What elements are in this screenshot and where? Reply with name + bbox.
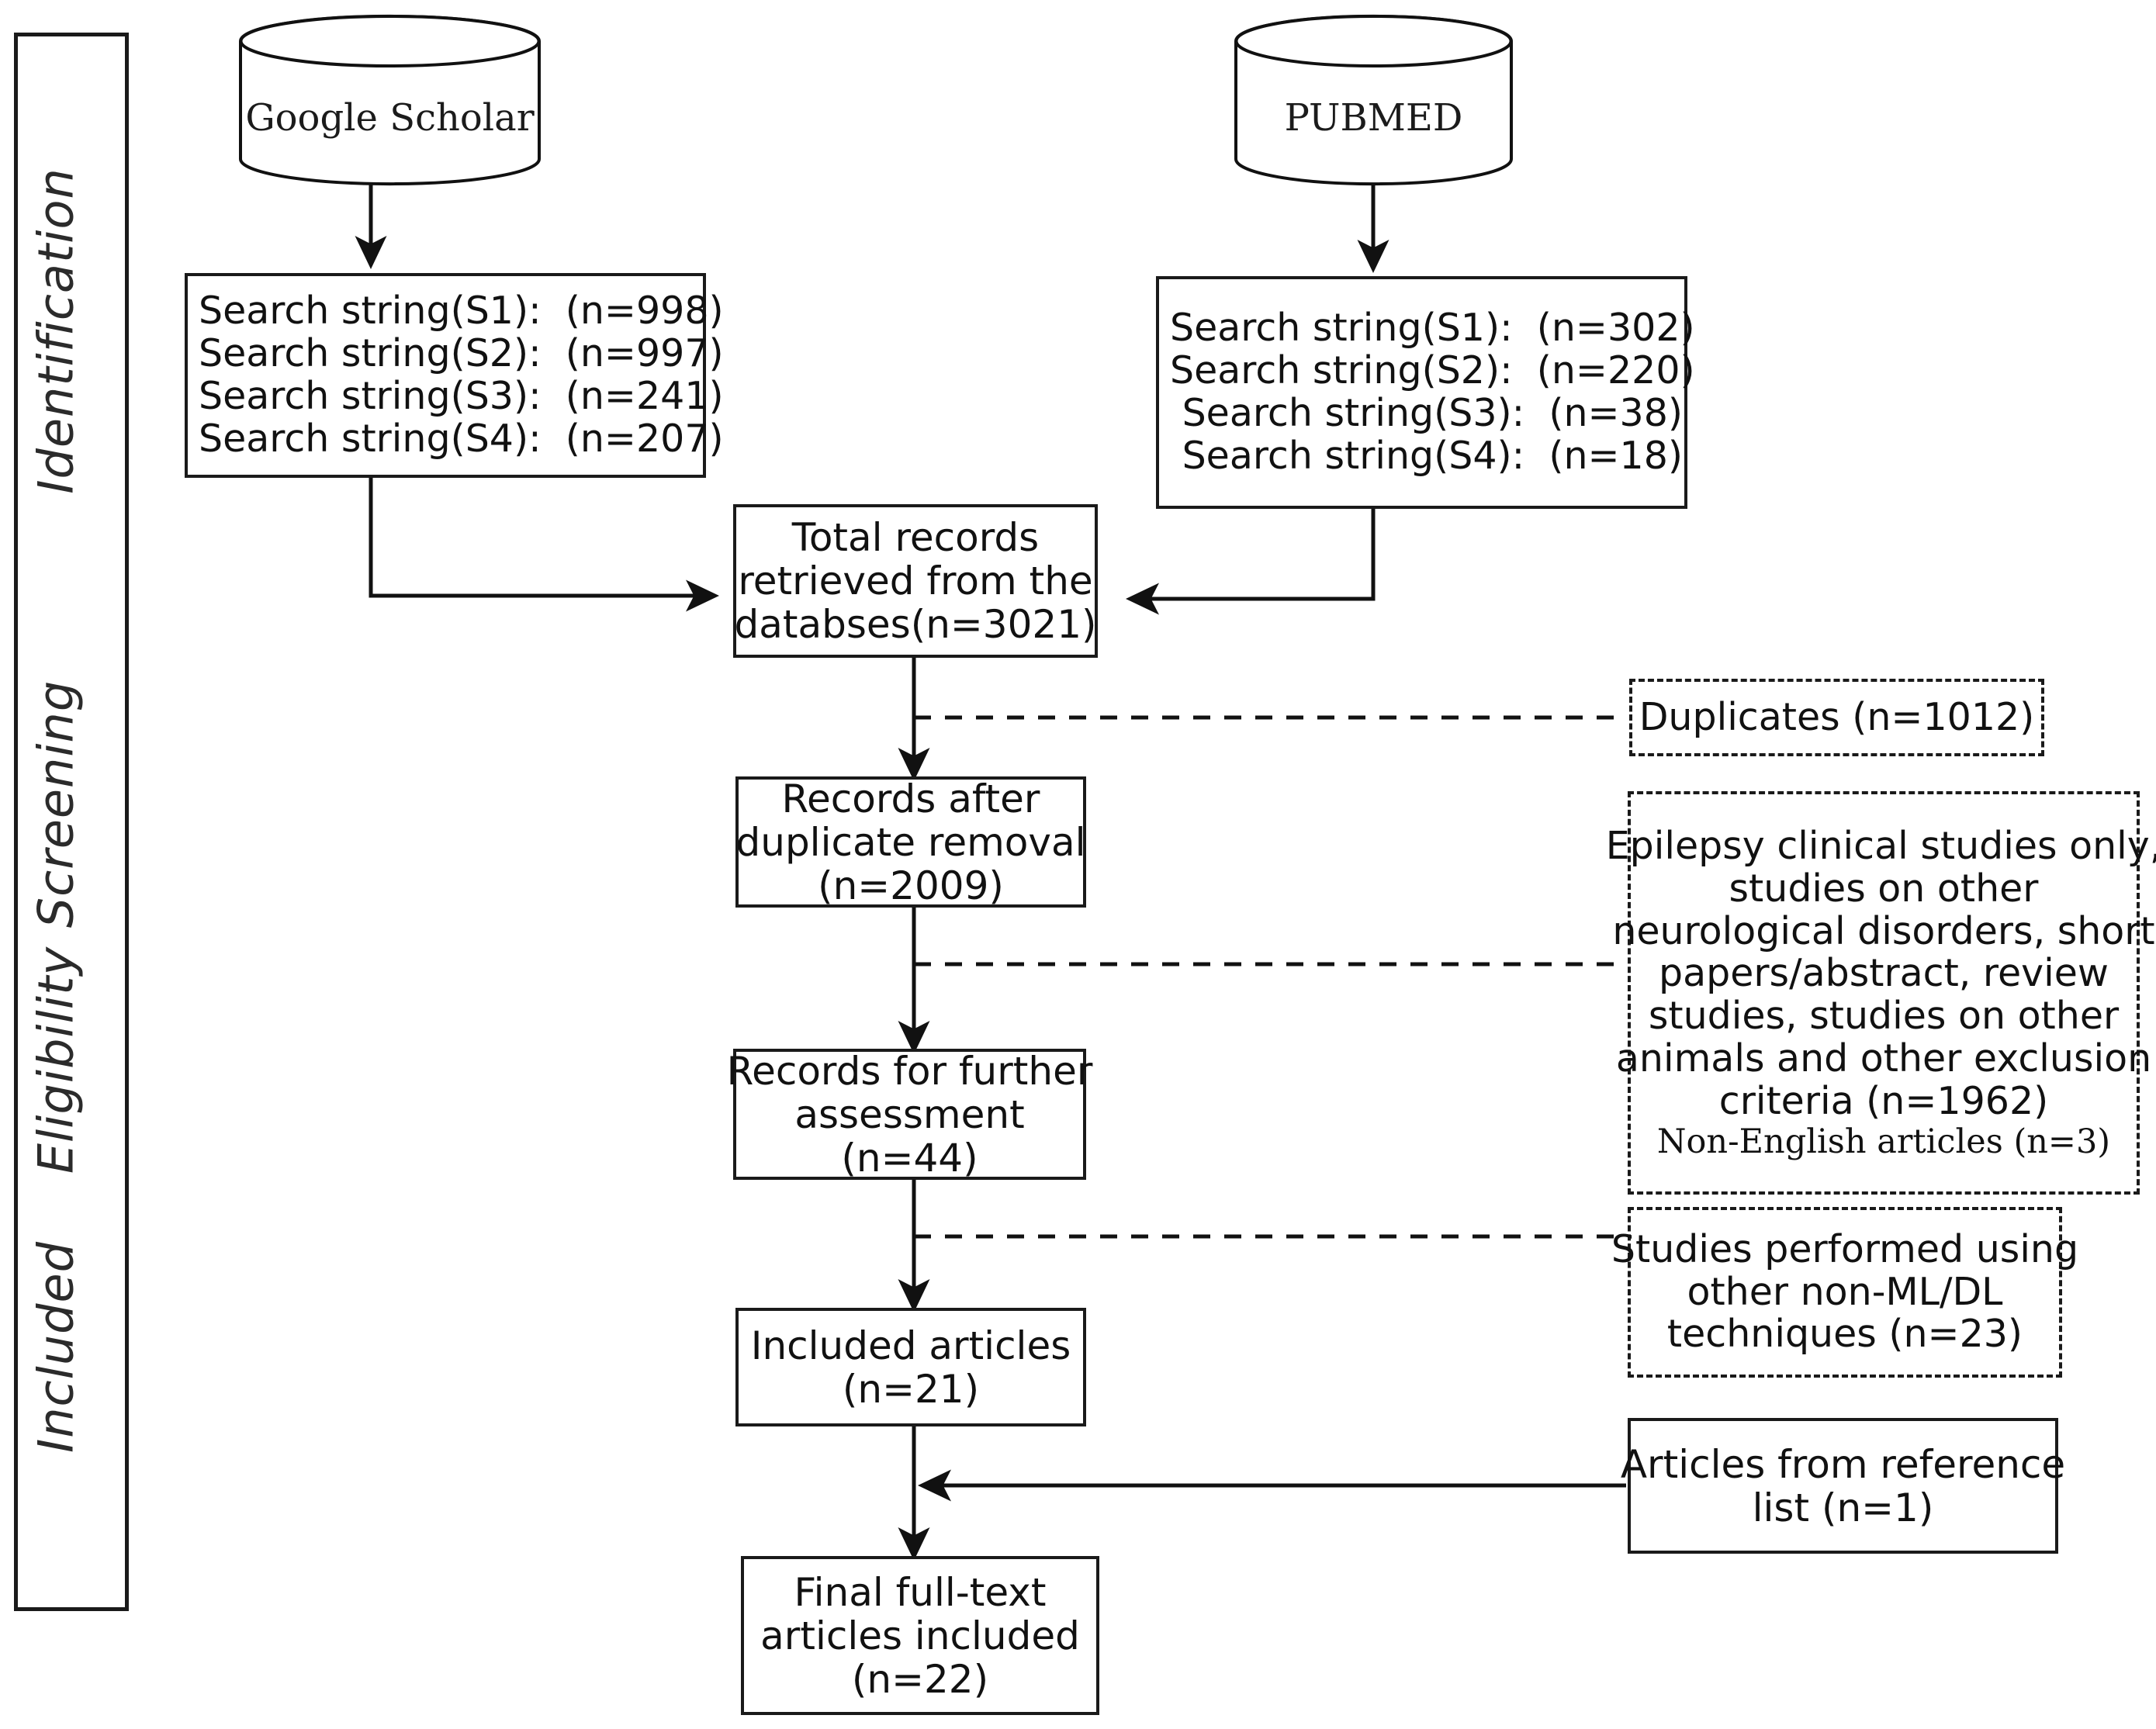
exclusion-node-line: Studies performed using — [1611, 1226, 2079, 1271]
exclusion-node-line: studies, studies on other — [1648, 994, 2120, 1039]
pubmed-cylinder-shape — [1234, 14, 1513, 186]
database-cylinder-google-scholar: Google Scholar — [237, 14, 543, 186]
exclusion-node-line: studies on other — [1729, 866, 2039, 911]
exclusion-node-duplicates: Duplicates (n=1012) — [1629, 679, 2044, 756]
search-strings-box-pubmed: Search string(S1): (n=302) Search string… — [1156, 276, 1695, 509]
flow-node-line: (n=21) — [842, 1366, 980, 1412]
exclusion-node-line: Epilepsy clinical studies only, — [1605, 823, 2156, 868]
search-string-row: Search string(S4): (n=18) — [1170, 433, 1684, 478]
stage-sidebar-bar — [14, 33, 129, 1611]
addition-node-line: list (n=1) — [1752, 1485, 1934, 1530]
search-strings-box-google-scholar: Search string(S1): (n=998) Search string… — [185, 273, 724, 478]
flow-node-line: Total records — [791, 515, 1040, 560]
google-scholar-label: Google Scholar — [245, 96, 535, 140]
exclusion-node-line: other non-ML/DL — [1687, 1269, 2003, 1314]
flow-node-records-after-duplicate-removal: Records after duplicate removal (n=2009) — [735, 776, 1086, 908]
flow-node-line: articles included — [760, 1613, 1080, 1658]
search-string-row: Search string(S1): (n=302) — [1170, 306, 1695, 351]
flow-node-line: duplicate removal — [735, 819, 1086, 865]
flow-node-final-full-text-articles: Final full-text articles included (n=22) — [741, 1556, 1099, 1715]
flow-node-line: (n=44) — [841, 1135, 978, 1181]
pubmed-label: PUBMED — [1284, 96, 1463, 140]
flow-node-line: Included articles — [750, 1323, 1071, 1368]
flow-node-line: databses(n=3021) — [734, 602, 1097, 647]
addition-node-line: Articles from reference — [1620, 1441, 2066, 1487]
search-string-row: Search string(S3): (n=241) — [199, 374, 724, 418]
stage-label-identification: Identification — [27, 168, 85, 494]
search-string-row: Search string(S4): (n=207) — [199, 416, 724, 461]
flow-node-line: Records for further — [726, 1048, 1093, 1094]
flow-node-included-articles: Included articles (n=21) — [735, 1308, 1086, 1426]
exclusion-node-line: neurological disorders, short — [1612, 908, 2155, 953]
google-scholar-cylinder-shape — [239, 14, 541, 186]
search-string-row: Search string(S2): (n=220) — [1170, 348, 1695, 393]
flow-node-line: retrieved from the — [738, 558, 1093, 603]
exclusion-node-non-english-line: Non-English articles (n=3) — [1656, 1122, 2111, 1161]
exclusion-node-line: Duplicates (n=1012) — [1639, 694, 2035, 739]
exclusion-node-line: papers/abstract, review — [1659, 951, 2109, 996]
stage-label-included: Included — [27, 1240, 85, 1454]
stage-label-screening: Screening — [27, 679, 85, 928]
exclusion-node-line: criteria (n=1962) — [1718, 1079, 2049, 1124]
connector-pubmed-search-to-total — [1125, 509, 1376, 615]
search-string-row: Search string(S3): (n=38) — [1170, 391, 1684, 435]
search-string-row: Search string(S2): (n=997) — [199, 331, 724, 376]
exclusion-node-exclusion-criteria: Epilepsy clinical studies only, studies … — [1606, 791, 2156, 1195]
exclusion-node-line: techniques (n=23) — [1666, 1312, 2023, 1357]
flow-node-line: assessment — [794, 1091, 1025, 1137]
flow-node-line: (n=22) — [851, 1656, 989, 1702]
flow-node-records-for-further-assessment: Records for further assessment (n=44) — [727, 1049, 1092, 1181]
flow-node-line: Records after — [781, 776, 1040, 821]
stage-label-eligibility: Eligibility — [27, 946, 85, 1174]
exclusion-node-non-ml-dl-studies: Studies performed using other non-ML/DL … — [1611, 1207, 2078, 1378]
database-cylinder-pubmed: PUBMED — [1232, 14, 1515, 186]
addition-node-articles-from-reference-list: Articles from reference list (n=1) — [1621, 1418, 2065, 1554]
flow-node-line: (n=2009) — [818, 863, 1004, 908]
flow-node-total-records: Total records retrieved from the databse… — [733, 504, 1098, 658]
flow-node-line: Final full-text — [794, 1569, 1047, 1615]
exclusion-node-line: animals and other exclusion — [1615, 1036, 2152, 1081]
connector-gs-search-to-total — [369, 478, 720, 612]
search-string-row: Search string(S1): (n=998) — [199, 289, 724, 334]
